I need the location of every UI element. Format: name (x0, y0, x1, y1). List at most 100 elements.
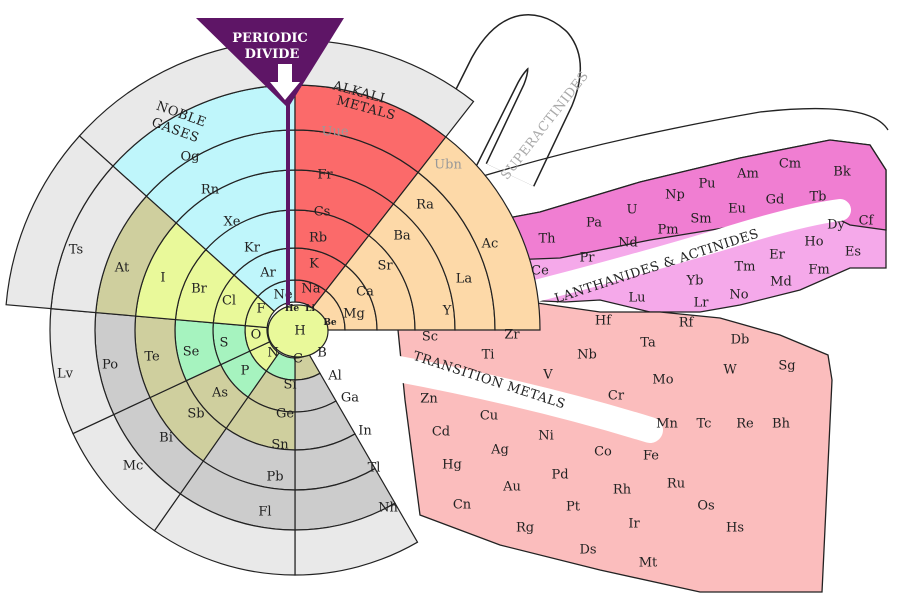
element-og: Og (181, 150, 200, 165)
element-md: Md (770, 275, 792, 290)
spiral-cell-1-6 (294, 39, 475, 138)
element-pu: Pu (698, 177, 715, 192)
element-cm: Cm (779, 157, 801, 172)
element-cr: Cr (608, 389, 625, 404)
element-pr: Pr (580, 251, 596, 266)
element-sc: Sc (422, 330, 438, 345)
element-lv: Lv (57, 367, 74, 382)
element-cf: Cf (859, 214, 875, 229)
superactinide-arm (417, 15, 580, 192)
transition-metals-arm (394, 291, 833, 593)
element-dy: Dy (827, 218, 845, 233)
element-pd: Pd (551, 468, 568, 483)
element-nd: Nd (618, 236, 638, 251)
element-te: Te (144, 350, 160, 365)
element-po: Po (102, 358, 118, 373)
lanthanide-label-lane (489, 199, 851, 311)
element-ho: Ho (804, 235, 823, 250)
element-lu: Lu (628, 291, 645, 306)
element-mc: Mc (123, 459, 144, 474)
element-se: Se (183, 345, 200, 360)
spiral-cell-2-5 (417, 136, 541, 331)
element-rg: Rg (516, 521, 534, 536)
element-zr: Zr (504, 328, 520, 343)
superactinide-tail (469, 107, 889, 181)
element-cl: Cl (222, 294, 236, 309)
element-cn: Cn (453, 498, 472, 513)
element-i: I (160, 271, 165, 286)
element-tm: Tm (735, 260, 756, 275)
element-kr: Kr (244, 241, 261, 256)
element-pm: Pm (657, 223, 678, 238)
element-co: Co (594, 445, 612, 460)
element-ds: Ds (579, 543, 596, 558)
element-np: Np (665, 188, 685, 203)
element-ts: Ts (69, 243, 83, 258)
element-sm: Sm (690, 212, 711, 227)
periodic-divide-title-2: DIVIDE (245, 47, 300, 62)
element-ba: Ba (393, 229, 411, 244)
element-au: Au (502, 480, 521, 495)
element-fe: Fe (643, 449, 659, 464)
element-tl: Tl (368, 461, 381, 476)
element-gd: Gd (766, 193, 785, 208)
element-mg: Mg (343, 307, 365, 322)
element-mn: Mn (656, 417, 678, 432)
element-fr: Fr (317, 168, 333, 183)
hydrogen-cell (267, 304, 329, 358)
element-ca: Ca (356, 285, 374, 300)
table-shapes (5, 14, 889, 593)
element-zn: Zn (420, 392, 438, 407)
element-u: U (627, 203, 638, 218)
element-mo: Mo (652, 373, 673, 388)
element-pa: Pa (586, 216, 602, 231)
element-b: B (317, 346, 327, 361)
element-ac: Ac (481, 237, 499, 252)
element-ag: Ag (490, 443, 509, 458)
element-al: Al (327, 369, 342, 384)
element-sg: Sg (778, 359, 795, 374)
element-os: Os (697, 499, 714, 514)
element-rb: Rb (309, 231, 327, 246)
element-lr: Lr (694, 296, 710, 311)
element-ra: Ra (416, 198, 434, 213)
element-hs: Hs (726, 521, 744, 536)
element-cu: Cu (480, 409, 498, 424)
element-h: H (294, 324, 305, 339)
element-in: In (358, 424, 372, 439)
element-s: S (220, 336, 229, 351)
element-n: N (267, 346, 278, 361)
element-fl: Fl (258, 505, 271, 520)
element-nb: Nb (577, 348, 597, 363)
element-ir: Ir (628, 517, 640, 532)
element-bk: Bk (833, 165, 851, 180)
element-bi: Bi (159, 431, 173, 446)
element-ar: Ar (259, 266, 276, 281)
element-ti: Ti (482, 348, 495, 363)
element-no: No (729, 288, 748, 303)
element-tb: Tb (810, 190, 827, 205)
element-er: Er (769, 248, 785, 263)
element-sn: Sn (271, 438, 289, 453)
element-cd: Cd (432, 425, 450, 440)
periodic-divide-title-1: PERIODIC (232, 31, 308, 46)
element-eu: Eu (728, 202, 746, 217)
element-ni: Ni (538, 429, 554, 444)
element-sb: Sb (187, 407, 204, 422)
element-rn: Rn (201, 183, 220, 198)
element-nh: Nh (378, 501, 398, 516)
element-ce: Ce (531, 264, 549, 279)
element-pt: Pt (566, 500, 581, 515)
arrow-down-icon (270, 64, 300, 100)
element-ru: Ru (667, 477, 685, 492)
element-hf: Hf (595, 314, 612, 329)
element-es: Es (845, 245, 861, 260)
element-as: As (211, 386, 228, 401)
element-ta: Ta (640, 336, 656, 351)
element-p: P (241, 364, 250, 379)
element-xe: Xe (224, 215, 241, 230)
element-cs: Cs (314, 205, 331, 220)
element-o: O (251, 328, 262, 343)
